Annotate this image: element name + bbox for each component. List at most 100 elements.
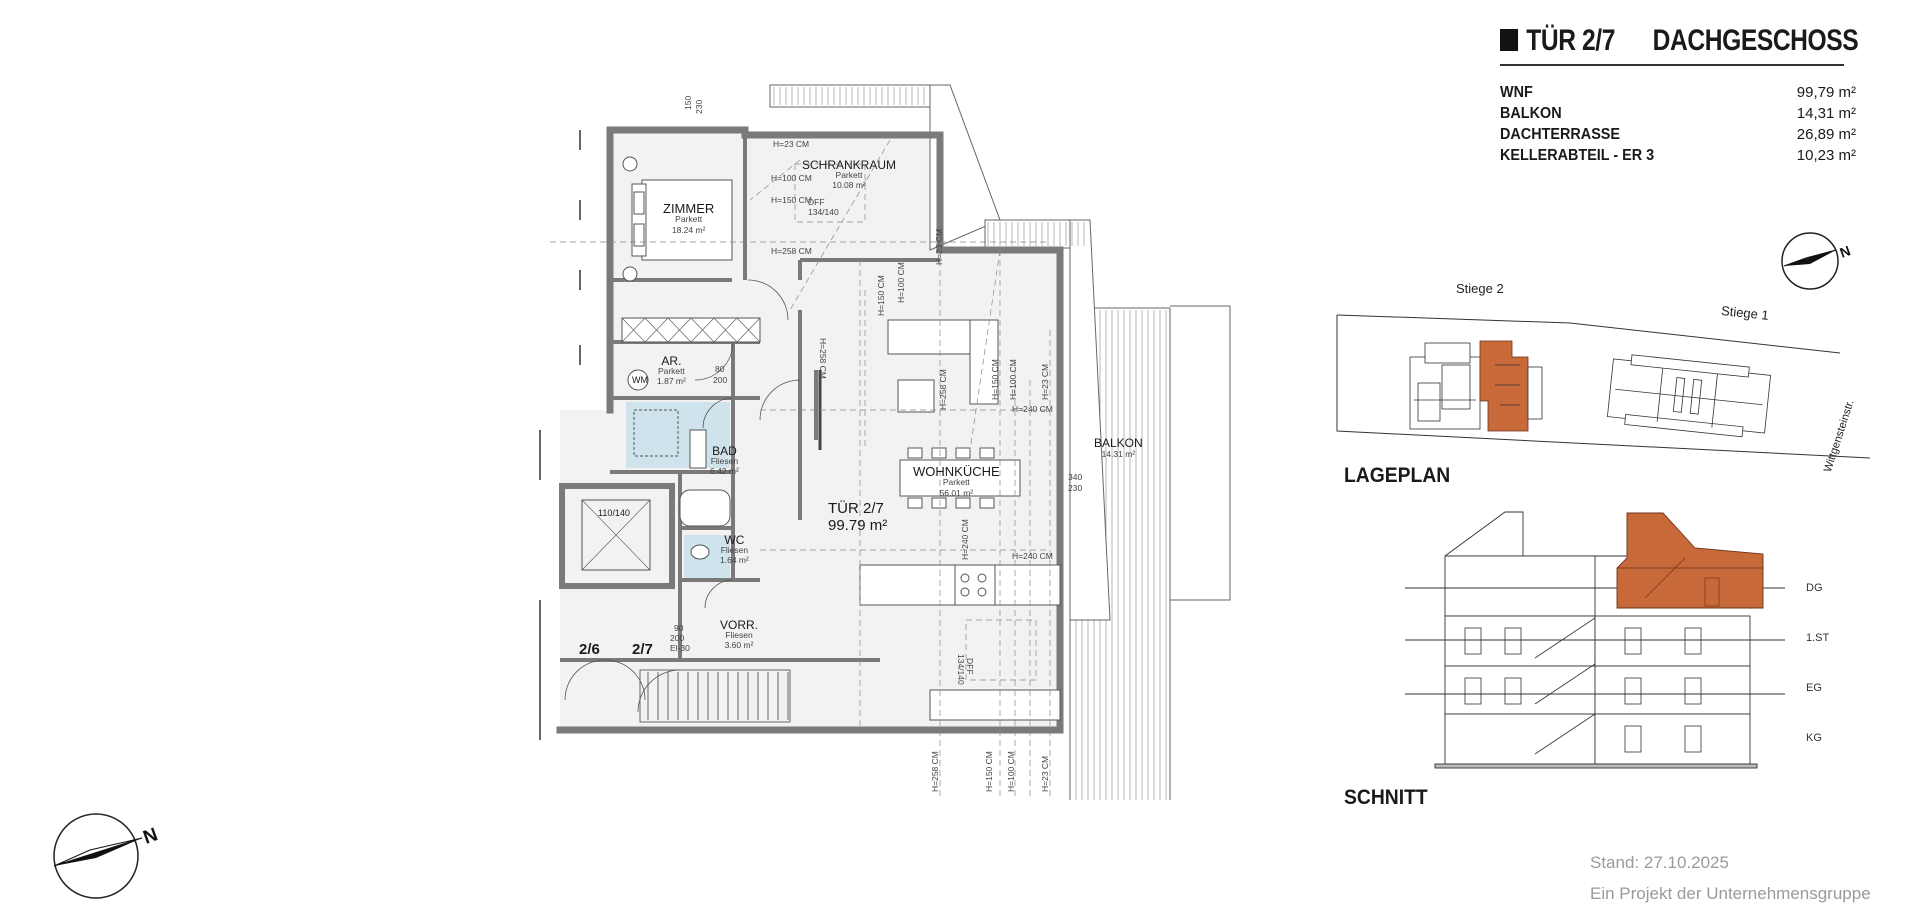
header-divider: [1500, 64, 1844, 66]
dff-label: DFF: [965, 658, 975, 675]
wardrobe: [621, 317, 761, 343]
balkon-dim-label: 230: [1068, 483, 1083, 493]
room-area: 3.60 m²: [724, 640, 754, 650]
height-label: H=100 CM: [771, 173, 812, 183]
room-name: AR.: [661, 354, 682, 368]
schnitt-title: SCHNITT: [1344, 786, 1428, 809]
header-square-icon: [1500, 29, 1519, 51]
room-name: BAD: [712, 444, 737, 458]
building-stiege-1: [1606, 354, 1772, 438]
room-ar: AR. Parkett 1.87 m²: [657, 354, 686, 386]
area-label: DACHTERRASSE: [1500, 126, 1621, 143]
sofa: [887, 319, 999, 413]
height-label: H=258 CM: [771, 246, 812, 256]
area-row: DACHTERRASSE 26,89 m²: [1500, 124, 1856, 145]
site-plan: [1336, 314, 1870, 459]
north-arrow-large-icon: N: [53, 813, 161, 899]
height-label: H=258 CM: [930, 751, 940, 792]
room-area: 14.31 m²: [1101, 449, 1136, 459]
svg-text:N: N: [1838, 242, 1853, 260]
room-name: WOHNKÜCHE: [913, 464, 1000, 479]
height-label: H=23 CM: [773, 139, 810, 149]
room-floor: Fliesen: [710, 456, 739, 466]
lageplan-title: LAGEPLAN: [1344, 464, 1451, 487]
stiege-2-label: Stiege 2: [1456, 281, 1504, 296]
height-label: H=150 CM: [876, 275, 886, 316]
area-row: BALKON 14,31 m²: [1500, 103, 1856, 124]
project-note: Ein Projekt der Unternehmensgruppe: [1590, 884, 1871, 903]
level-dg-label: DG: [1806, 582, 1823, 594]
door-el-label: El-30: [670, 643, 690, 653]
area-value: 26,89 m²: [1796, 126, 1856, 143]
room-wc: WC Fliesen 1.64 m²: [720, 534, 749, 565]
dff-size-label: 134/140: [808, 207, 839, 217]
room-floor: Fliesen: [720, 545, 749, 555]
door-2-7-label: 2/7: [632, 641, 653, 658]
bath-fixtures: [627, 369, 731, 560]
height-label: H=240 CM: [1012, 551, 1053, 561]
room-schrankraum: SCHRANKRAUM Parkett 10.08 m²: [802, 158, 897, 190]
height-label: H=100 CM: [896, 262, 906, 303]
room-zimmer: ZIMMER Parkett 18.24 m²: [663, 201, 715, 236]
room-balkon: BALKON 14.31 m²: [1094, 436, 1143, 460]
room-name: SCHRANKRAUM: [802, 158, 897, 172]
bed: [622, 156, 733, 282]
level-eg-label: EG: [1806, 682, 1822, 694]
door-dim-label: 200: [713, 375, 728, 385]
room-name: VORR.: [720, 618, 759, 632]
room-area: 1.64 m²: [720, 555, 749, 565]
room-area: 56.01 m²: [939, 488, 974, 498]
room-floor: Parkett: [942, 477, 970, 487]
dff-label: DFF: [808, 197, 825, 207]
level-1st-label: 1.ST: [1806, 632, 1830, 644]
level-title: DACHGESCHOSS: [1652, 24, 1859, 57]
north-arrow-small-icon: N: [1781, 232, 1853, 290]
area-summary: WNF 99,79 m² BALKON 14,31 m² DACHTERRASSE 2…: [1500, 82, 1856, 166]
dff-size-label: 134/140: [956, 654, 966, 685]
height-label: H=100 CM: [1008, 359, 1018, 400]
area-value: 99,79 m²: [1796, 84, 1856, 101]
room-name: BALKON: [1094, 436, 1143, 450]
area-label: BALKON: [1500, 105, 1562, 122]
section-drawing: [1405, 511, 1785, 769]
bad-tile: [626, 402, 684, 468]
height-label: H=240 CM: [960, 519, 970, 560]
room-floor: Parkett: [835, 170, 863, 180]
dim-label: 230: [694, 99, 704, 114]
room-floor: Parkett: [675, 214, 703, 224]
dim-label: 150: [683, 95, 693, 110]
unit-label-area: 99.79 m²: [828, 517, 888, 534]
building-stiege-2: [1409, 342, 1481, 430]
height-label: H=150 CM: [990, 359, 1000, 400]
height-label: H=23 CM: [1040, 755, 1050, 792]
area-value: 14,31 m²: [1796, 105, 1856, 122]
svg-text:N: N: [141, 824, 161, 848]
room-area: 18.24 m²: [671, 225, 706, 235]
left-pillars: [539, 130, 581, 740]
staircase: [639, 669, 791, 723]
height-label: H=23 CM: [934, 228, 944, 265]
room-vorr: VORR. Fliesen 3.60 m²: [720, 618, 759, 650]
lift-size-label: 110/140: [598, 508, 630, 518]
lift-shaft: [559, 483, 675, 589]
height-label: H=258 CM: [818, 338, 828, 379]
area-label: KELLERABTEIL - ER 3: [1500, 147, 1655, 164]
height-label: H=258 CM: [938, 369, 948, 410]
height-label: H=23 CM: [1040, 363, 1050, 400]
room-area: 10.08 m²: [832, 180, 866, 190]
room-area: 1.87 m²: [657, 376, 686, 386]
floor-plan: [539, 84, 1231, 800]
unit-label: TÜR 2/7 99.79 m²: [828, 500, 887, 534]
door-2-6-label: 2/6: [579, 641, 600, 658]
wm-label: WM: [632, 375, 648, 385]
interior-walls: [560, 135, 940, 662]
unit-label-name: TÜR 2/7: [828, 500, 884, 517]
room-bad: BAD Fliesen 6.42 m²: [710, 444, 739, 476]
roof-outlines: [550, 139, 1051, 800]
kitchen: [859, 564, 1061, 721]
room-name: ZIMMER: [663, 201, 715, 216]
area-value: 10,23 m²: [1796, 147, 1856, 164]
area-label: WNF: [1500, 84, 1533, 101]
height-label: H=150 CM: [984, 751, 994, 792]
